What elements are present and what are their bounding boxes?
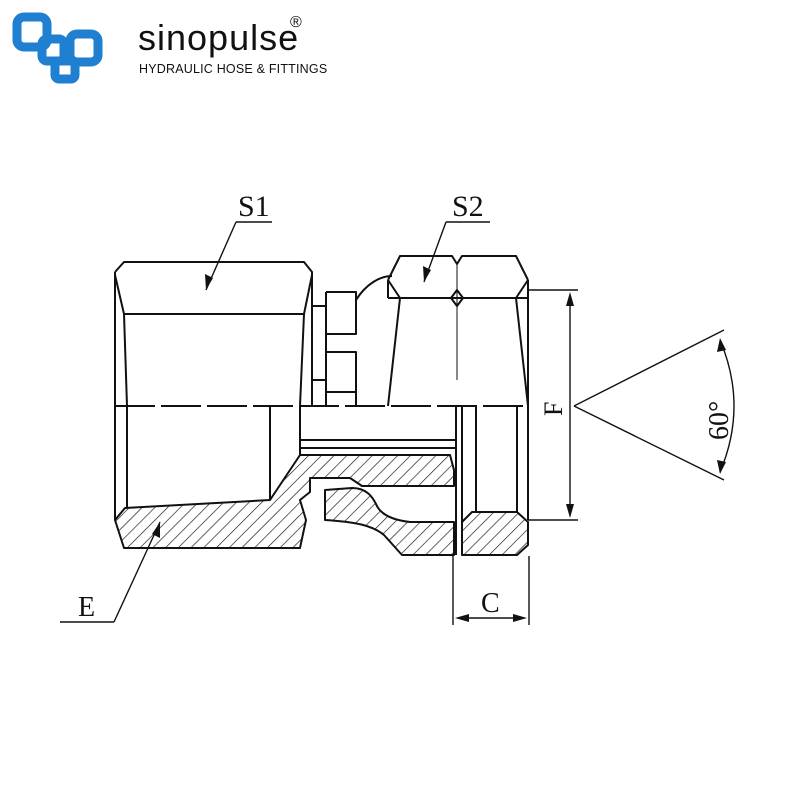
label-s1: S1 xyxy=(238,190,270,223)
section-view xyxy=(114,406,518,555)
header: sinopulse ® HYDRAULIC HOSE & FITTINGS xyxy=(0,0,800,100)
sinopulse-logo-icon xyxy=(12,12,103,84)
label-angle: 60° xyxy=(704,401,735,440)
hatched-sections xyxy=(114,454,529,556)
brand-tagline: HYDRAULIC HOSE & FITTINGS xyxy=(139,62,328,76)
left-hex-nut xyxy=(114,261,326,407)
arrowheads xyxy=(152,266,726,622)
label-f: F xyxy=(539,402,568,416)
brand-name: sinopulse xyxy=(138,17,300,58)
label-s2: S2 xyxy=(452,190,484,223)
registered-mark: ® xyxy=(290,14,302,31)
label-c: C xyxy=(481,588,500,619)
dimension-lines xyxy=(60,221,735,625)
label-e: E xyxy=(78,592,95,623)
neck-grooves xyxy=(325,275,393,406)
